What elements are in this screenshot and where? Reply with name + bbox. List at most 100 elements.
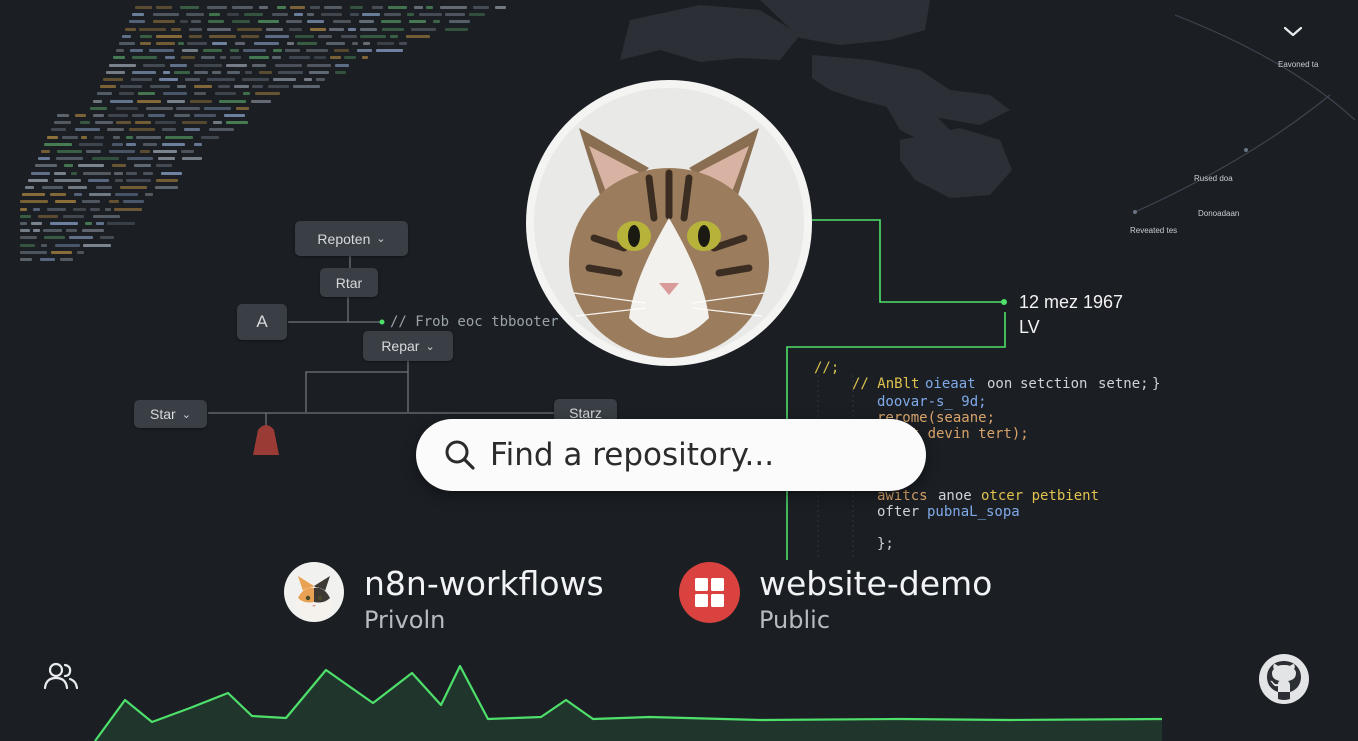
- code-texture-segment: [363, 42, 371, 45]
- code-texture-segment: [43, 236, 66, 240]
- code-texture-segment: [360, 34, 386, 38]
- collapse-button[interactable]: [1278, 18, 1308, 44]
- repo-name[interactable]: website-demo: [759, 564, 993, 603]
- node-star-left-dropdown[interactable]: Star ⌄: [134, 400, 207, 428]
- code-texture-segment: [47, 135, 59, 139]
- code-texture-segment: [357, 49, 373, 53]
- code-texture-segment: [81, 135, 88, 139]
- code-texture-segment: [274, 63, 302, 67]
- code-texture-segment: [152, 13, 179, 17]
- code-texture-segment: [194, 142, 203, 146]
- code-texture-segment: [191, 20, 202, 24]
- code-texture-segment: [91, 157, 120, 161]
- node-a[interactable]: A: [237, 304, 287, 340]
- code-texture-segment: [231, 6, 253, 9]
- code-texture-segment: [148, 114, 165, 117]
- code-texture-segment: [72, 207, 86, 211]
- users-button[interactable]: [42, 660, 80, 694]
- code-texture-segment: [273, 49, 282, 53]
- code-texture-segment: [272, 78, 296, 81]
- code-texture-segment: [56, 157, 84, 161]
- repo-card-n8n-workflows[interactable]: n8n-workflows Privoln: [284, 560, 604, 640]
- code-texture-segment: [57, 114, 70, 117]
- code-texture-segment: [114, 178, 123, 182]
- code-texture-segment: [387, 6, 407, 9]
- code-texture-segment: [83, 171, 111, 175]
- code-texture-segment: [187, 42, 207, 45]
- code-texture-segment: [235, 42, 246, 45]
- code-texture-segment: [135, 6, 152, 9]
- repo-name[interactable]: n8n-workflows: [364, 564, 604, 603]
- node-label: Rtar: [335, 274, 363, 291]
- node-star-top[interactable]: Rtar: [320, 268, 378, 297]
- code-texture-segment: [316, 78, 325, 81]
- code-texture-segment: [114, 193, 139, 197]
- code-texture-segment: [211, 70, 222, 74]
- code-texture-segment: [99, 236, 114, 240]
- code-texture-segment: [333, 49, 350, 53]
- code-texture-segment: [214, 92, 236, 96]
- map-label: Rused doa: [1194, 174, 1233, 183]
- code-texture-segment: [209, 13, 220, 17]
- code-texture-segment: [155, 178, 179, 182]
- profile-avatar[interactable]: [526, 80, 812, 366]
- code-texture-segment: [122, 34, 132, 38]
- code-texture-segment: [169, 63, 187, 67]
- code-texture-segment: [242, 49, 267, 53]
- code-texture-segment: [127, 157, 154, 161]
- code-texture-segment: [165, 56, 175, 60]
- node-repository-dropdown[interactable]: Repoten ⌄: [295, 221, 408, 256]
- node-label: Repar: [381, 338, 420, 354]
- code-texture-segment: [226, 121, 249, 125]
- code-texture-segment: [287, 42, 294, 45]
- code-texture-segment: [188, 27, 202, 31]
- code-texture-segment: [234, 85, 249, 89]
- code-texture-segment: [182, 157, 203, 161]
- code-texture-segment: [444, 27, 469, 31]
- code-texture-segment: [321, 13, 342, 17]
- code-texture-segment: [406, 13, 415, 17]
- code-texture-segment: [408, 20, 426, 24]
- repository-search-input[interactable]: [490, 437, 900, 473]
- repository-search-bar[interactable]: [416, 419, 926, 491]
- code-texture-segment: [33, 207, 40, 211]
- code-texture-segment: [332, 20, 351, 24]
- code-texture-segment: [140, 150, 150, 153]
- code-texture-segment: [244, 13, 264, 17]
- code-texture-segment: [202, 49, 223, 53]
- node-repair-dropdown[interactable]: Repar ⌄: [363, 331, 453, 361]
- code-texture-segment: [180, 20, 188, 24]
- repo-card-website-demo[interactable]: website-demo Public: [679, 560, 999, 640]
- code-texture-segment: [180, 6, 200, 9]
- code-texture-segment: [296, 42, 317, 45]
- code-texture-segment: [207, 20, 224, 24]
- code-texture-segment: [433, 20, 441, 24]
- code-texture-segment: [85, 150, 101, 153]
- code-texture-segment: [185, 78, 201, 81]
- github-button[interactable]: [1258, 653, 1310, 705]
- code-line: ofter: [877, 504, 920, 520]
- code-texture-segment: [272, 13, 289, 17]
- code-texture-segment: [153, 20, 175, 24]
- repo-visibility: Privoln: [364, 606, 446, 634]
- code-texture-segment: [153, 150, 178, 153]
- code-texture-segment: [307, 13, 314, 17]
- code-texture-segment: [445, 13, 466, 17]
- code-texture-segment: [289, 6, 306, 9]
- code-texture-segment: [285, 20, 302, 24]
- diagram-connectors: [208, 256, 555, 426]
- code-texture-segment: [156, 6, 172, 9]
- code-texture-segment: [96, 92, 112, 96]
- code-texture-segment: [306, 63, 331, 67]
- code-texture-segment: [135, 135, 162, 139]
- code-texture-segment: [349, 6, 364, 9]
- code-texture-segment: [413, 6, 423, 9]
- node-label: A: [256, 312, 268, 331]
- code-texture-segment: [193, 92, 206, 96]
- code-texture-segment: [272, 56, 282, 60]
- code-texture-segment: [351, 42, 359, 45]
- code-texture-segment: [166, 99, 186, 103]
- code-texture-segment: [114, 207, 142, 211]
- cat-avatar-icon: [296, 576, 332, 621]
- code-line: doovar-s_ 9d;: [877, 394, 987, 410]
